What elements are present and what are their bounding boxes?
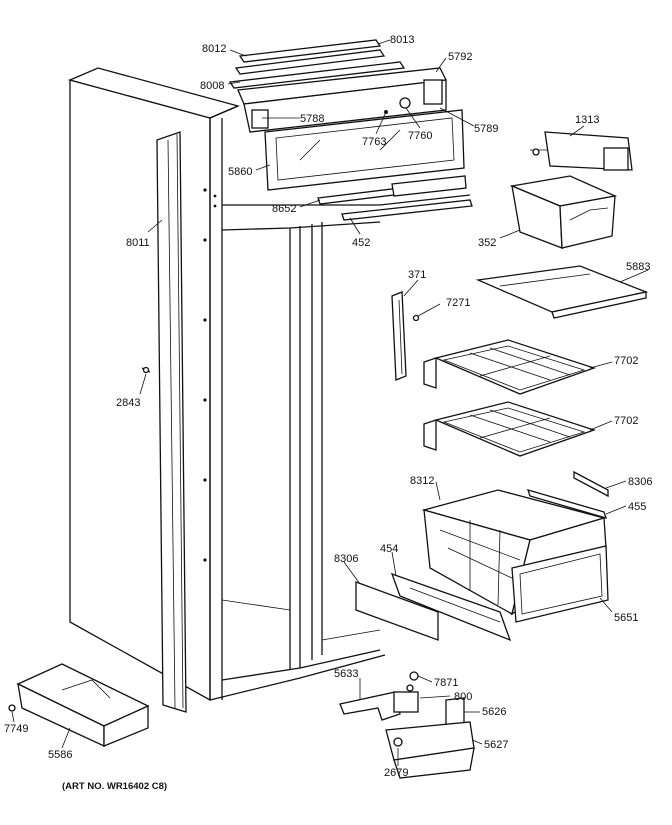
leader-lines (11, 39, 649, 766)
top-trim-8008 (228, 61, 406, 89)
label-7702-upper: 7702 (614, 355, 638, 367)
label-7760: 7760 (408, 130, 432, 142)
label-8008: 8008 (200, 80, 224, 92)
label-8652: 8652 (272, 203, 296, 215)
label-7271: 7271 (446, 297, 470, 309)
shelf-5883 (475, 265, 649, 319)
label-7763: 7763 (362, 136, 386, 148)
light-shield-5860 (264, 109, 465, 191)
slide-8306-right (573, 470, 609, 498)
slide-455 (526, 489, 608, 519)
screw-2843 (141, 366, 151, 374)
label-455: 455 (628, 501, 646, 513)
label-8306-right: 8306 (628, 476, 652, 488)
label-7702-lower: 7702 (614, 415, 638, 427)
label-8312: 8312 (410, 475, 434, 487)
wire-shelf-upper (423, 339, 597, 395)
label-5586: 5586 (48, 749, 72, 761)
top-trim-8012 (238, 39, 382, 63)
trim-strip-8011 (156, 131, 187, 713)
valve-800 (393, 671, 419, 713)
bracket-5633 (339, 691, 401, 721)
label-7749: 7749 (4, 723, 28, 735)
label-800: 800 (454, 691, 472, 703)
part-labels: 8012 8013 5792 8008 5788 5789 7763 7760 … (4, 34, 652, 779)
tray-5627 (385, 721, 475, 779)
screw-7749 (8, 704, 16, 712)
label-5788: 5788 (300, 113, 324, 125)
art-number-caption: (ART NO. WR16402 C8) (62, 781, 167, 792)
label-5633: 5633 (334, 668, 358, 680)
drawer-front-5651 (511, 545, 609, 623)
shelf-rail-371 (391, 291, 420, 381)
ice-maker-1313 (530, 131, 633, 171)
label-352: 352 (478, 237, 496, 249)
label-1313: 1313 (575, 114, 599, 126)
label-5789: 5789 (474, 123, 498, 135)
cover-5586 (16, 663, 150, 748)
label-452: 452 (352, 237, 370, 249)
label-2679: 2679 (384, 767, 408, 779)
label-5883: 5883 (626, 261, 650, 273)
ice-bucket-352 (509, 175, 618, 249)
label-371: 371 (408, 269, 426, 281)
label-8011: 8011 (126, 237, 150, 249)
label-5626: 5626 (482, 706, 506, 718)
bracket-452 (341, 199, 473, 221)
label-2843: 2843 (116, 397, 140, 409)
bracket-8652 (317, 175, 467, 205)
label-8012: 8012 (202, 43, 226, 55)
slide-454 (390, 572, 512, 642)
label-5651: 5651 (614, 612, 638, 624)
top-trim-8013 (234, 49, 386, 75)
wire-basket-8312 (421, 489, 607, 616)
label-8013: 8013 (390, 34, 414, 46)
control-housing-5792 (237, 67, 447, 133)
wire-shelf-lower (423, 401, 597, 457)
label-5860: 5860 (228, 166, 252, 178)
label-5792: 5792 (448, 51, 472, 63)
label-454: 454 (380, 543, 398, 555)
label-7871: 7871 (434, 677, 458, 689)
slide-8306-left (355, 581, 439, 641)
label-5627: 5627 (484, 739, 508, 751)
label-8306-left: 8306 (334, 553, 358, 565)
